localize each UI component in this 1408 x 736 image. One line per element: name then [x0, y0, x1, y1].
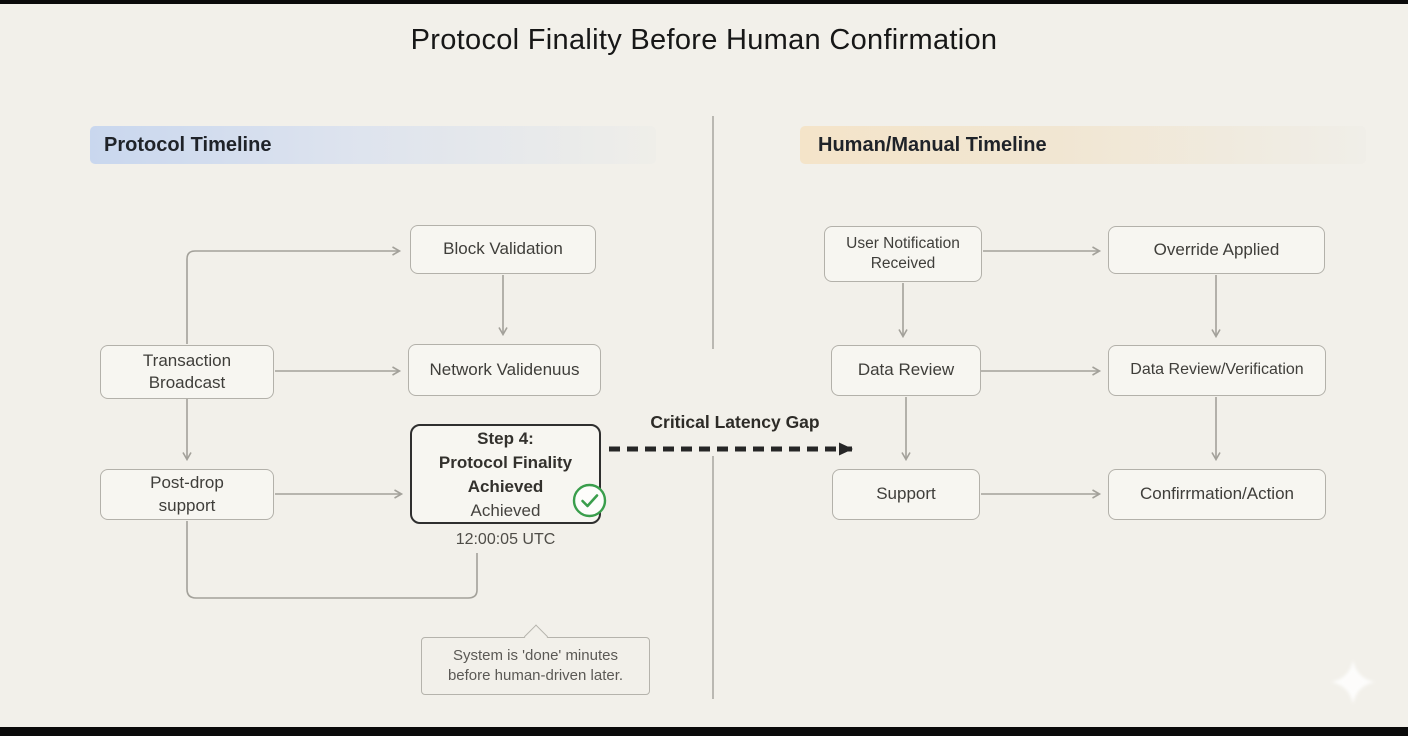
sparkle-watermark-icon — [1329, 658, 1377, 706]
critical-latency-gap-label: Critical Latency Gap — [650, 412, 820, 432]
node-block-validation: Block Validation — [410, 225, 596, 274]
human-timeline-header-label: Human/Manual Timeline — [818, 133, 1047, 156]
node-support: Support — [832, 469, 980, 520]
protocol-timeline-header-label: Protocol Timeline — [104, 133, 272, 156]
node-post-drop-support: Post-drop support — [100, 469, 274, 520]
step4-regular-line: Achieved — [470, 501, 541, 521]
check-circle-icon — [572, 483, 607, 518]
human-connectors — [898, 246, 1221, 499]
finality-timestamp: 12:00:05 UTC — [455, 531, 556, 548]
diagram-title: Protocol Finality Before Human Confirmat… — [410, 24, 998, 56]
annotation-callout: System is 'done' minutes before human-dr… — [421, 624, 650, 695]
node-override-applied: Override Applied — [1108, 226, 1325, 274]
protocol-timeline-header: Protocol Timeline — [90, 126, 656, 164]
protocol-connectors — [182, 246, 508, 599]
node-network-validenuus: Network Validenuus — [408, 344, 601, 396]
node-data-review-verification: Data Review/Verification — [1108, 345, 1326, 396]
node-user-notification-received: User Notification Received — [824, 226, 982, 282]
human-timeline-header: Human/Manual Timeline — [800, 126, 1366, 164]
node-step4-protocol-finality: Step 4: Protocol Finality Achieved Achie… — [410, 424, 601, 524]
step4-bold-lines: Step 4: Protocol Finality Achieved — [438, 428, 573, 496]
annotation-callout-text: System is 'done' minutes before human-dr… — [447, 646, 624, 684]
node-data-review: Data Review — [831, 345, 981, 396]
top-letterbox-bar — [0, 0, 1408, 4]
node-transaction-broadcast: Transaction Broadcast — [100, 345, 274, 399]
bottom-letterbox-bar — [0, 727, 1408, 736]
node-confirmation-action: Confirrmation/Action — [1108, 469, 1326, 520]
